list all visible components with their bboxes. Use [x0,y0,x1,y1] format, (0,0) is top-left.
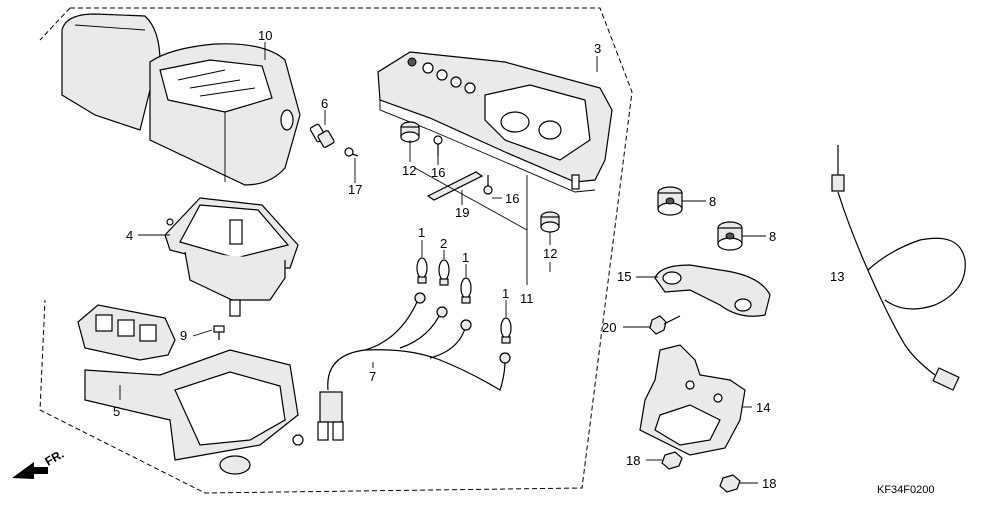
part-18-nut-b [719,474,741,493]
part-8-rubber-mount-a [657,186,683,216]
label-part-5: 5 [113,404,120,419]
label-part-11: 11 [520,291,534,306]
part-7-wire-harness [317,292,511,441]
part-1-bulb-c [500,317,512,344]
part-10-meter-visor [61,13,301,186]
part-19-plate [426,171,484,201]
label-part-8-upper: 8 [709,194,716,209]
part-16-screw-b [483,175,493,195]
part-1-bulb-a [416,257,428,284]
part-18-nut-a [661,451,683,470]
label-part-13: 13 [830,269,844,284]
label-part-18-right: 18 [762,476,776,491]
part-12-grommet-lower [540,211,560,233]
label-part-18-left: 18 [626,453,640,468]
part-13-speedometer-cable [831,145,966,391]
label-part-1-c: 1 [502,286,509,301]
part-15-upper-bracket [654,264,771,317]
label-part-12-upper: 12 [402,163,416,178]
label-part-10: 10 [258,28,272,43]
part-3-meter-case [377,51,613,193]
part-16-screw-a [433,135,443,156]
label-part-2: 2 [440,236,447,251]
label-part-4: 4 [126,228,133,243]
label-part-12-lower: 12 [543,246,557,261]
label-part-1-b: 1 [462,250,469,265]
part-6-bulb-socket [309,123,335,148]
label-part-9: 9 [180,328,187,343]
label-part-7: 7 [369,369,376,384]
part-17-screw [344,147,359,157]
part-1-bulb-b [460,277,472,304]
label-part-8-lower: 8 [769,229,776,244]
part-8-rubber-mount-b [717,221,743,251]
leader-lines [119,42,766,484]
part-2-bulb [438,259,450,286]
label-part-14: 14 [756,400,770,415]
label-part-16-left: 16 [431,165,445,180]
part-9-screw [213,325,225,340]
assembly-boundary [39,7,633,494]
part-5-lower-cover [77,304,304,475]
label-part-20: 20 [602,320,616,335]
label-part-17: 17 [348,182,362,197]
label-part-16-right: 16 [505,191,519,206]
part-4-indicator-unit [164,197,299,317]
label-part-6: 6 [321,96,328,111]
callout-labels: 10 6 17 3 12 16 19 16 4 1 2 1 12 8 8 15 … [43,28,935,496]
front-direction-arrow-icon [12,462,48,479]
drawing-code: KF34F0200 [877,484,934,496]
label-part-3: 3 [594,41,601,56]
label-part-1-a: 1 [418,225,425,240]
front-direction-label: FR. [43,447,67,469]
part-20-bolt [649,315,681,335]
part-14-lower-bracket [639,344,746,456]
label-part-19: 19 [455,205,469,220]
part-12-grommet-upper [400,121,420,143]
label-part-15: 15 [617,269,631,284]
